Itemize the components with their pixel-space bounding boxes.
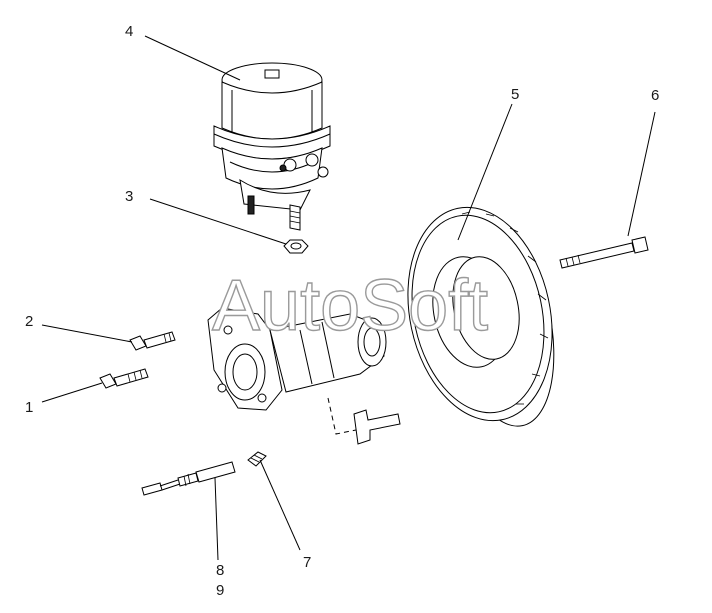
sleeve-part-7 bbox=[247, 451, 267, 467]
brake-disc-part-5 bbox=[407, 206, 555, 427]
callout-7: 7 bbox=[303, 554, 311, 571]
callout-4: 4 bbox=[125, 23, 133, 40]
sensor-part-8-9 bbox=[141, 461, 236, 496]
callout-9: 9 bbox=[216, 582, 224, 599]
long-bolt-part-6 bbox=[559, 236, 649, 269]
callout-6: 6 bbox=[651, 87, 659, 104]
bolt-part-1 bbox=[99, 368, 149, 389]
callout-3: 3 bbox=[125, 188, 133, 205]
caliper-body bbox=[207, 307, 401, 445]
nut-part-3 bbox=[283, 239, 309, 254]
callout-8: 8 bbox=[216, 562, 224, 579]
callout-1: 1 bbox=[25, 399, 33, 416]
bolt-part-2 bbox=[129, 331, 176, 351]
callout-5: 5 bbox=[511, 86, 519, 103]
watermark-text: AutoSoft bbox=[212, 266, 488, 346]
leader-lines bbox=[41, 35, 656, 561]
brake-chamber-part-4 bbox=[213, 62, 331, 231]
callout-2: 2 bbox=[25, 313, 33, 330]
